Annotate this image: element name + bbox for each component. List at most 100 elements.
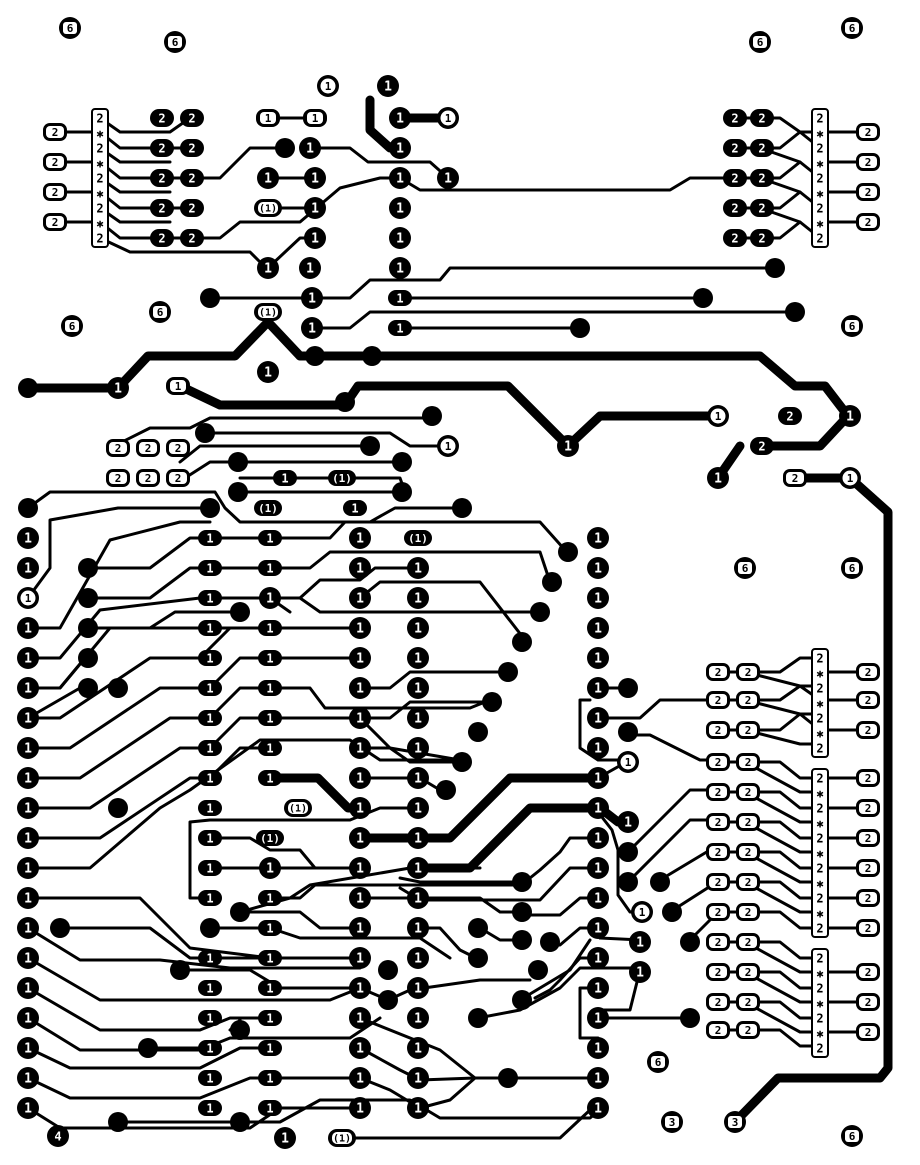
pad-label: 2 xyxy=(731,231,738,245)
header-pin-label: ✱ xyxy=(816,127,823,141)
pad xyxy=(512,990,532,1010)
pad-ring xyxy=(109,472,127,484)
pad-label: 2 xyxy=(865,832,872,845)
pad xyxy=(388,290,412,306)
pad-ring xyxy=(260,112,276,124)
pad xyxy=(17,1067,39,1089)
pad-label: 1 xyxy=(356,892,364,907)
pad xyxy=(198,1070,222,1086)
pad xyxy=(436,780,456,800)
pad-ring xyxy=(859,772,877,784)
pad xyxy=(17,827,39,849)
pad xyxy=(407,587,429,609)
pad-label: (1) xyxy=(259,204,277,215)
pad xyxy=(587,887,609,909)
pad xyxy=(198,680,222,696)
pad-label: 1 xyxy=(356,952,364,967)
pad-label: 6 xyxy=(849,562,856,575)
pad xyxy=(349,797,371,819)
pad-ring xyxy=(709,1024,727,1036)
pad-label: 1 xyxy=(414,1042,422,1057)
pad xyxy=(258,1100,282,1116)
pad xyxy=(349,1037,371,1059)
pad-label: 2 xyxy=(865,922,872,935)
pad-ring xyxy=(739,876,757,888)
pad-label: 2 xyxy=(715,876,722,889)
header-pin-label: ✱ xyxy=(816,727,823,741)
pad-ring xyxy=(709,724,727,736)
pad-label: 2 xyxy=(52,186,59,199)
marker-ring xyxy=(728,1116,742,1128)
pad xyxy=(256,830,284,846)
pad-label: 2 xyxy=(745,906,752,919)
pad xyxy=(258,740,282,756)
trace xyxy=(26,1076,352,1100)
pad-ring xyxy=(709,876,727,888)
pad xyxy=(17,977,39,999)
pad xyxy=(17,1037,39,1059)
pad-label: 2 xyxy=(188,231,195,245)
pad xyxy=(258,1040,282,1056)
top-left-pin-header xyxy=(91,108,109,248)
pad-label: 1 xyxy=(356,742,364,757)
trace xyxy=(26,738,472,870)
trace xyxy=(533,956,600,1000)
pad-ring xyxy=(46,216,64,228)
pad xyxy=(107,377,129,399)
pad-ring xyxy=(170,380,186,392)
pad xyxy=(17,857,39,879)
header-pin-label: 2 xyxy=(816,1042,823,1056)
header-pin-label: 2 xyxy=(816,652,823,666)
pad-label: 1 xyxy=(356,1072,364,1087)
header-pin-label: ✱ xyxy=(816,967,823,981)
trace xyxy=(596,698,712,720)
pad xyxy=(258,980,282,996)
pad xyxy=(617,811,639,833)
trace xyxy=(173,968,362,990)
pad xyxy=(512,930,532,950)
pad-ring xyxy=(139,472,157,484)
trace xyxy=(203,431,450,448)
pad-label: 3 xyxy=(669,1116,676,1129)
pad-label: 1 xyxy=(114,382,122,397)
pad xyxy=(750,169,774,187)
pad-label: 1 xyxy=(24,742,32,757)
pad xyxy=(108,1112,128,1132)
pad-label: 2 xyxy=(715,756,722,769)
pad-label: 1 xyxy=(356,982,364,997)
pad xyxy=(629,931,651,953)
trace xyxy=(26,926,362,970)
pad-ring xyxy=(859,694,877,706)
pad-label: 1 xyxy=(206,981,213,995)
pad-label: 2 xyxy=(188,201,195,215)
pad xyxy=(198,800,222,816)
marker-ring xyxy=(65,320,79,332)
pad-label: 2 xyxy=(745,936,752,949)
pad xyxy=(407,917,429,939)
trace xyxy=(26,686,272,780)
header-pin-label: 2 xyxy=(816,202,823,216)
pad xyxy=(228,452,248,472)
pad-label: 1 xyxy=(356,772,364,787)
trace xyxy=(188,176,402,240)
pad-label: 1 xyxy=(24,772,32,787)
pad xyxy=(180,229,204,247)
pad xyxy=(198,770,222,786)
pad-label: 1 xyxy=(24,862,32,877)
pad-label: 1 xyxy=(266,651,273,665)
trace xyxy=(358,700,492,720)
pad-label: 6 xyxy=(67,22,74,35)
pad-label: 1 xyxy=(594,532,602,547)
trace xyxy=(578,698,632,762)
marker-ring xyxy=(845,320,859,332)
trace xyxy=(596,968,642,1012)
trace xyxy=(268,686,492,710)
pad-ring xyxy=(739,816,757,828)
pad-label: 2 xyxy=(758,111,765,125)
pad xyxy=(587,527,609,549)
pad xyxy=(349,737,371,759)
pad-label: 1 xyxy=(206,1101,213,1115)
pad-ring xyxy=(634,904,650,920)
pad xyxy=(512,902,532,922)
trace xyxy=(238,910,362,930)
